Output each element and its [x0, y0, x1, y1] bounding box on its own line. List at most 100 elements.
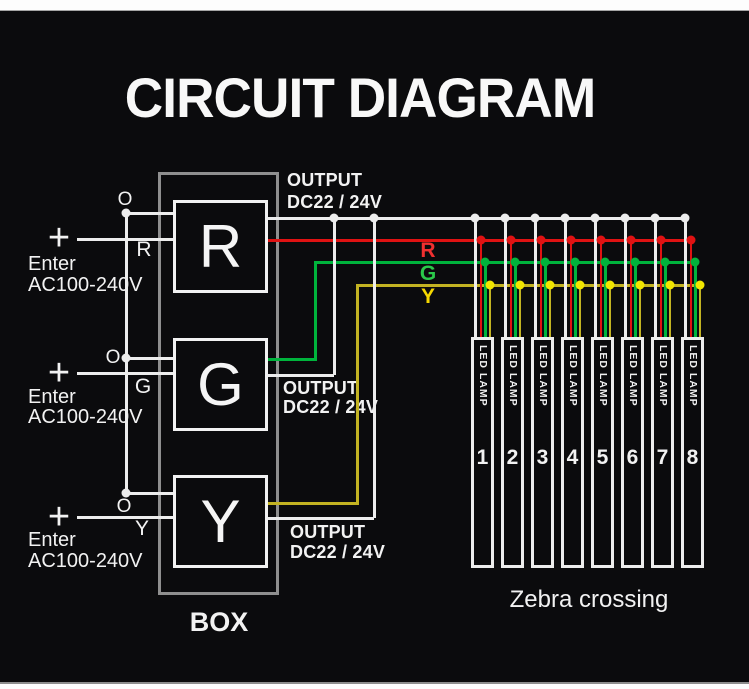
voltage-label-g: AC100-240V	[28, 406, 143, 428]
wire-o-input-r	[126, 212, 173, 215]
lamp-8-wire-yellow	[698, 284, 701, 338]
enter-label-g: Enter	[28, 386, 76, 408]
module-g: G	[173, 338, 268, 431]
enter-label-r: Enter	[28, 253, 76, 275]
wire-green-riser	[314, 261, 317, 359]
input-wire-label-r: R	[136, 238, 152, 261]
top-white-margin	[0, 0, 749, 11]
lamp-1-wire-yellow	[488, 284, 491, 338]
junction-dot	[620, 213, 630, 223]
wire-yellow-riser	[356, 284, 359, 503]
junction-dot	[680, 213, 690, 223]
lamp-6-wire-red	[629, 239, 632, 338]
junction-dot	[630, 257, 640, 267]
lamp-1-wire-green	[484, 261, 487, 338]
bus-label-red: R	[420, 239, 436, 262]
bottom-white-margin	[0, 682, 749, 689]
output-label-y: OUTPUT	[290, 522, 366, 542]
junction-dot	[329, 213, 339, 223]
led-lamp-label-3: LED LAMP	[536, 345, 549, 407]
led-lamp-number-1: 1	[476, 446, 489, 469]
input-wire-label-g: G	[134, 375, 152, 398]
junction-dot	[540, 257, 550, 267]
lamp-5-wire-white	[594, 217, 597, 338]
led-lamp-strip-4	[561, 337, 584, 568]
junction-dot	[369, 213, 379, 223]
lamp-3-wire-red	[539, 239, 542, 338]
lamp-6-wire-green	[634, 261, 637, 338]
junction-dot	[536, 235, 545, 245]
led-lamp-number-2: 2	[506, 446, 519, 469]
junction-dot	[635, 280, 644, 290]
o-terminal-label-g: O	[105, 347, 121, 368]
lamp-2-wire-green	[514, 261, 517, 338]
lamp-8-wire-green	[694, 261, 697, 338]
wire-o-input-g	[126, 357, 173, 360]
wire-yellow-output	[268, 502, 359, 505]
module-r: R	[173, 200, 268, 293]
lamp-7-wire-yellow	[668, 284, 671, 338]
junction-dot	[560, 213, 570, 223]
junction-dot	[626, 235, 635, 245]
junction-dot	[485, 280, 494, 290]
led-lamp-strip-5	[591, 337, 614, 568]
lamp-2-wire-white	[504, 217, 507, 338]
lamp-7-wire-red	[659, 239, 662, 338]
lamp-3-wire-green	[544, 261, 547, 338]
wire-yellow-bus	[356, 284, 700, 287]
voltage-label-y: AC100-240V	[28, 550, 143, 572]
wire-plus-input-g	[77, 372, 173, 375]
lamp-4-wire-yellow	[578, 284, 581, 338]
lamp-7-wire-green	[664, 261, 667, 338]
lamp-1-wire-white	[474, 217, 477, 338]
wire-o-input-y	[126, 492, 173, 495]
led-lamp-strip-3	[531, 337, 554, 568]
junction-dot	[686, 235, 695, 245]
led-lamp-label-7: LED LAMP	[656, 345, 669, 407]
led-lamp-strip-8	[681, 337, 704, 568]
led-lamp-label-4: LED LAMP	[566, 345, 579, 407]
led-lamp-number-4: 4	[566, 446, 579, 469]
output-voltage-r: DC22 / 24V	[287, 192, 383, 212]
led-lamp-strip-2	[501, 337, 524, 568]
led-lamp-number-5: 5	[596, 446, 609, 469]
junction-dot	[470, 213, 480, 223]
junction-dot	[650, 213, 660, 223]
lamp-4-wire-white	[564, 217, 567, 338]
wire-white-output-g	[268, 374, 334, 377]
output-voltage-g: DC22 / 24V	[283, 397, 379, 417]
lamp-7-wire-white	[654, 217, 657, 338]
module-y-letter: Y	[200, 487, 241, 555]
bus-label-yellow: Y	[420, 285, 435, 308]
led-lamp-strip-6	[621, 337, 644, 568]
page-title: CIRCUIT DIAGRAM	[124, 66, 596, 129]
wire-white-riser-y	[373, 217, 376, 518]
junction-dot	[575, 280, 584, 290]
junction-dot	[596, 235, 605, 245]
led-lamp-label-2: LED LAMP	[506, 345, 519, 407]
led-lamp-label-6: LED LAMP	[626, 345, 639, 407]
junction-dot	[690, 257, 700, 267]
lamp-4-wire-red	[569, 239, 572, 338]
junction-dot	[530, 213, 540, 223]
junction-dot	[660, 257, 670, 267]
lamp-5-wire-red	[599, 239, 602, 338]
wire-neutral-rail	[125, 213, 128, 493]
led-lamp-strip-7	[651, 337, 674, 568]
output-label-r: OUTPUT	[287, 170, 363, 190]
lamp-2-wire-red	[509, 239, 512, 338]
bus-label-green: G	[419, 262, 437, 285]
wire-white-riser-g	[333, 217, 336, 375]
zebra-crossing-label: Zebra crossing	[509, 586, 669, 613]
wire-plus-input-r	[77, 238, 173, 241]
led-lamp-label-5: LED LAMP	[596, 345, 609, 407]
junction-dot	[590, 213, 600, 223]
o-terminal-label-y: O	[116, 496, 132, 517]
led-lamp-number-3: 3	[536, 446, 549, 469]
module-r-letter: R	[198, 212, 243, 280]
led-lamp-number-8: 8	[686, 446, 699, 469]
lamp-5-wire-yellow	[608, 284, 611, 338]
lamp-3-wire-yellow	[548, 284, 551, 338]
led-lamp-number-6: 6	[626, 446, 639, 469]
led-lamp-label-8: LED LAMP	[686, 345, 699, 407]
